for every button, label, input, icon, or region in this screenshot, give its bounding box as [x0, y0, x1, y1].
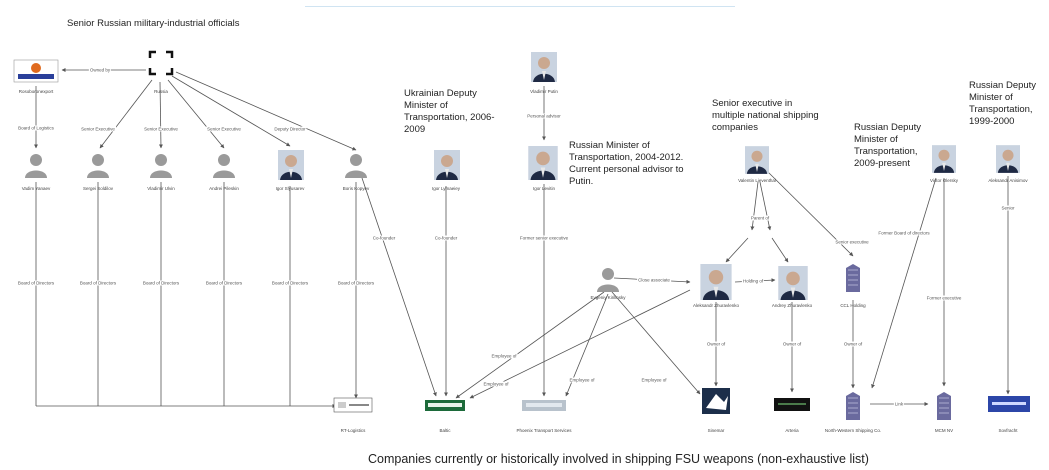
node-label: CCL Holding [840, 303, 866, 308]
edge-label: Senior Executive [206, 126, 242, 132]
edge-label: Close associate [637, 277, 671, 283]
top-rule [305, 6, 735, 7]
node-label: Sergei Soldilov [82, 186, 114, 191]
phoenix-logo [522, 400, 566, 411]
page-title: Senior Russian military-industrial offic… [67, 18, 240, 29]
node-label: Arteria [785, 428, 799, 433]
edge-label: Co-founder [433, 235, 459, 241]
building-icon [845, 391, 861, 420]
edge-label: Senior Executive [80, 126, 116, 132]
russia-icon [148, 50, 174, 76]
portrait-photo [778, 266, 808, 300]
putin-portrait-photo [531, 52, 557, 82]
node-label: Victor Olersky [930, 178, 958, 183]
diagram-caption: Companies currently or historically invo… [368, 452, 869, 466]
edge-label: Board of Directors [336, 280, 376, 286]
edge-label: Employee of [482, 381, 510, 387]
edge-label: Employee of [490, 353, 518, 359]
edge-label: Owner of [781, 341, 803, 347]
annotation-russian-minister: Russian Minister of Transportation, 2004… [569, 140, 684, 187]
person-silhouette-icon [597, 268, 619, 292]
node-label: Igor Slyusarev [275, 186, 305, 191]
edge-label: Link [893, 401, 905, 407]
edge-label: Board of Directors [270, 280, 310, 286]
edge-label: Owner of [842, 341, 864, 347]
portrait-photo [278, 150, 304, 180]
edge-label: Board of Directors [16, 280, 56, 286]
person-silhouette-icon [87, 154, 109, 178]
edge-label: Former Board of directors [877, 230, 931, 236]
node-label: MCM NV [934, 428, 954, 433]
edge-label: Owner of [705, 341, 727, 347]
building-icon [936, 391, 952, 420]
annotation-shipping-exec: Senior executive in multiple national sh… [712, 98, 819, 133]
node-label: Boris Kopyev [342, 186, 370, 191]
node-label: Andrei Pileskin [209, 186, 239, 191]
edge-label: Former senior executive [518, 235, 570, 241]
edge-label: Former executive [925, 295, 963, 301]
person-silhouette-icon [345, 154, 367, 178]
sovfracht-logo [988, 396, 1030, 412]
edge-label: Personal advisor [526, 113, 562, 119]
edge-label: Co-founder [371, 235, 397, 241]
node-label: Vadim Yanaev [21, 186, 51, 191]
portrait-photo [700, 264, 732, 300]
annotation-russian-deputy-2009: Russian Deputy Minister of Transportatio… [854, 122, 922, 169]
edge-label: Board of Directors [78, 280, 118, 286]
edge-label: Board of Directors [204, 280, 244, 286]
building-icon [845, 263, 861, 292]
node-label: Phoenix Transport Services [516, 428, 572, 433]
node-label: Aleksandr Zhuravlenko [692, 303, 740, 308]
node-label: Igor Levitin [532, 186, 555, 191]
node-label: Rosoboronexport [18, 89, 54, 94]
node-label: Vladimir Putin [530, 89, 558, 94]
logistics-logo [333, 397, 373, 413]
person-silhouette-icon [213, 154, 235, 178]
portrait-photo [434, 150, 460, 180]
node-label: Andrey Zhuravlenko [771, 303, 813, 308]
person-silhouette-icon [150, 154, 172, 178]
edge-label: Board of Directors [141, 280, 181, 286]
nodes [13, 50, 1030, 420]
edge-label: Deputy Director [273, 126, 307, 132]
node-label: Igor Lymaeiey [431, 186, 461, 191]
sinemar-logo [702, 388, 730, 414]
node-label: Evgeniy Kirilinsky [590, 295, 626, 300]
node-label: Russia [154, 89, 168, 94]
edges [34, 68, 1010, 408]
edge-label: Board of Logistics [17, 125, 55, 131]
node-label: Baltic [439, 428, 451, 433]
portrait-photo [745, 146, 769, 174]
baltic-logo [425, 400, 465, 411]
rosoboronexport-logo [13, 59, 59, 83]
node-label: Vladimir Ulvin [147, 186, 175, 191]
edge-label: Owned by [88, 67, 112, 73]
node-label: Sovfracht [998, 428, 1018, 433]
portrait-photo [528, 146, 558, 180]
arteria-logo [774, 398, 810, 411]
node-label: Aleksandr Anisimov [988, 178, 1028, 183]
node-label: Sinemar [707, 428, 725, 433]
edge-label: Holding of [741, 278, 765, 284]
annotation-ukrainian-deputy: Ukrainian Deputy Minister of Transportat… [404, 88, 495, 135]
edge-label: Employee of [568, 377, 596, 383]
edge-label: Employee of [640, 377, 668, 383]
edge-label: Senior [1000, 205, 1016, 211]
node-label: Valentin Lieventhal [738, 178, 776, 183]
portrait-photo [996, 145, 1020, 173]
annotation-russian-deputy-1999: Russian Deputy Minister of Transportatio… [969, 80, 1037, 127]
person-silhouette-icon [25, 154, 47, 178]
edge-label: Senior Executive [143, 126, 179, 132]
node-label: RT-Logistics [340, 428, 366, 433]
edge-label: Parent of [749, 215, 771, 221]
node-label: North-Western Shipping Co. [824, 428, 882, 433]
edge-label: Senior executive [834, 239, 870, 245]
